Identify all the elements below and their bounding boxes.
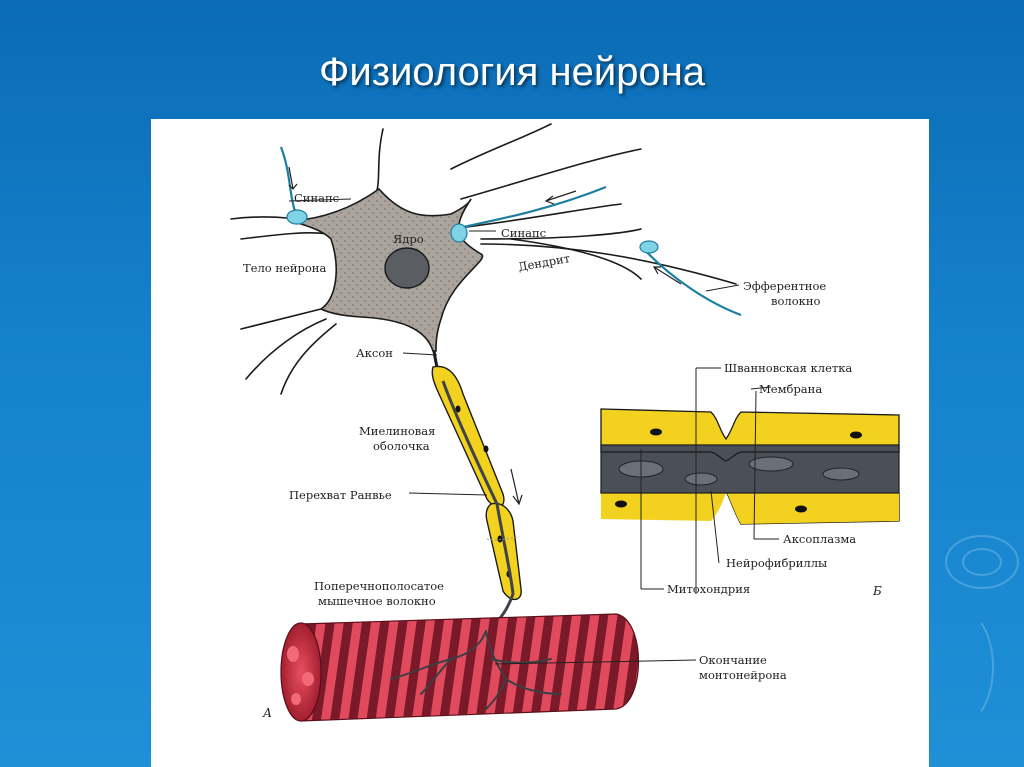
label-myelin-1: Миелиновая bbox=[359, 424, 435, 438]
label-nucleus: Ядро bbox=[393, 232, 424, 246]
nucleus bbox=[385, 248, 429, 288]
label-synapse-right: Синапс bbox=[501, 226, 546, 240]
label-panel-b: Б bbox=[872, 584, 882, 598]
muscle-fiber bbox=[281, 614, 639, 721]
label-axon: Аксон bbox=[356, 346, 393, 360]
arrow-efferent bbox=[654, 267, 681, 284]
label-efferent-1: Эфферентное bbox=[743, 279, 826, 293]
label-mitochondria: Митохондрия bbox=[667, 582, 750, 596]
label-ending-1: Окончание bbox=[699, 653, 767, 667]
dendrites bbox=[231, 124, 736, 394]
myelinated-fiber-detail bbox=[601, 409, 899, 524]
label-dendrite: Дендрит bbox=[517, 251, 571, 274]
synapse-left bbox=[287, 210, 307, 224]
ripple-decoration bbox=[962, 548, 1002, 576]
label-schwann: Шванновская клетка bbox=[724, 361, 852, 375]
label-efferent-2: волокно bbox=[771, 294, 820, 308]
ripple-decoration bbox=[930, 610, 994, 724]
neuron-figure: Синапс Ядро Синапс Тело нейрона Дендрит … bbox=[151, 119, 929, 767]
label-muscle-1: Поперечнополосатое bbox=[314, 579, 444, 593]
label-muscle-2: мышечное волокно bbox=[318, 594, 436, 608]
afferent-fiber-left bbox=[281, 147, 295, 211]
label-panel-a: А bbox=[262, 706, 272, 720]
label-axoplasm: Аксоплазма bbox=[783, 532, 856, 546]
label-neuron-body: Тело нейрона bbox=[243, 261, 326, 275]
synapse-efferent bbox=[640, 241, 658, 253]
label-neurofibrils: Нейрофибриллы bbox=[726, 556, 827, 570]
slide-title: Физиология нейрона bbox=[0, 50, 1024, 95]
label-ending-2: монтонейрона bbox=[699, 668, 787, 682]
neuron-diagram: Синапс Ядро Синапс Тело нейрона Дендрит … bbox=[151, 119, 929, 767]
label-myelin-2: оболочка bbox=[373, 439, 430, 453]
synapse-right bbox=[451, 224, 467, 242]
label-membrane: Мембрана bbox=[759, 382, 822, 396]
arrow-axon bbox=[511, 469, 522, 504]
label-synapse-left: Синапс bbox=[294, 191, 339, 205]
label-ranvier: Перехват Ранвье bbox=[289, 488, 392, 502]
arrow-left bbox=[289, 167, 297, 189]
